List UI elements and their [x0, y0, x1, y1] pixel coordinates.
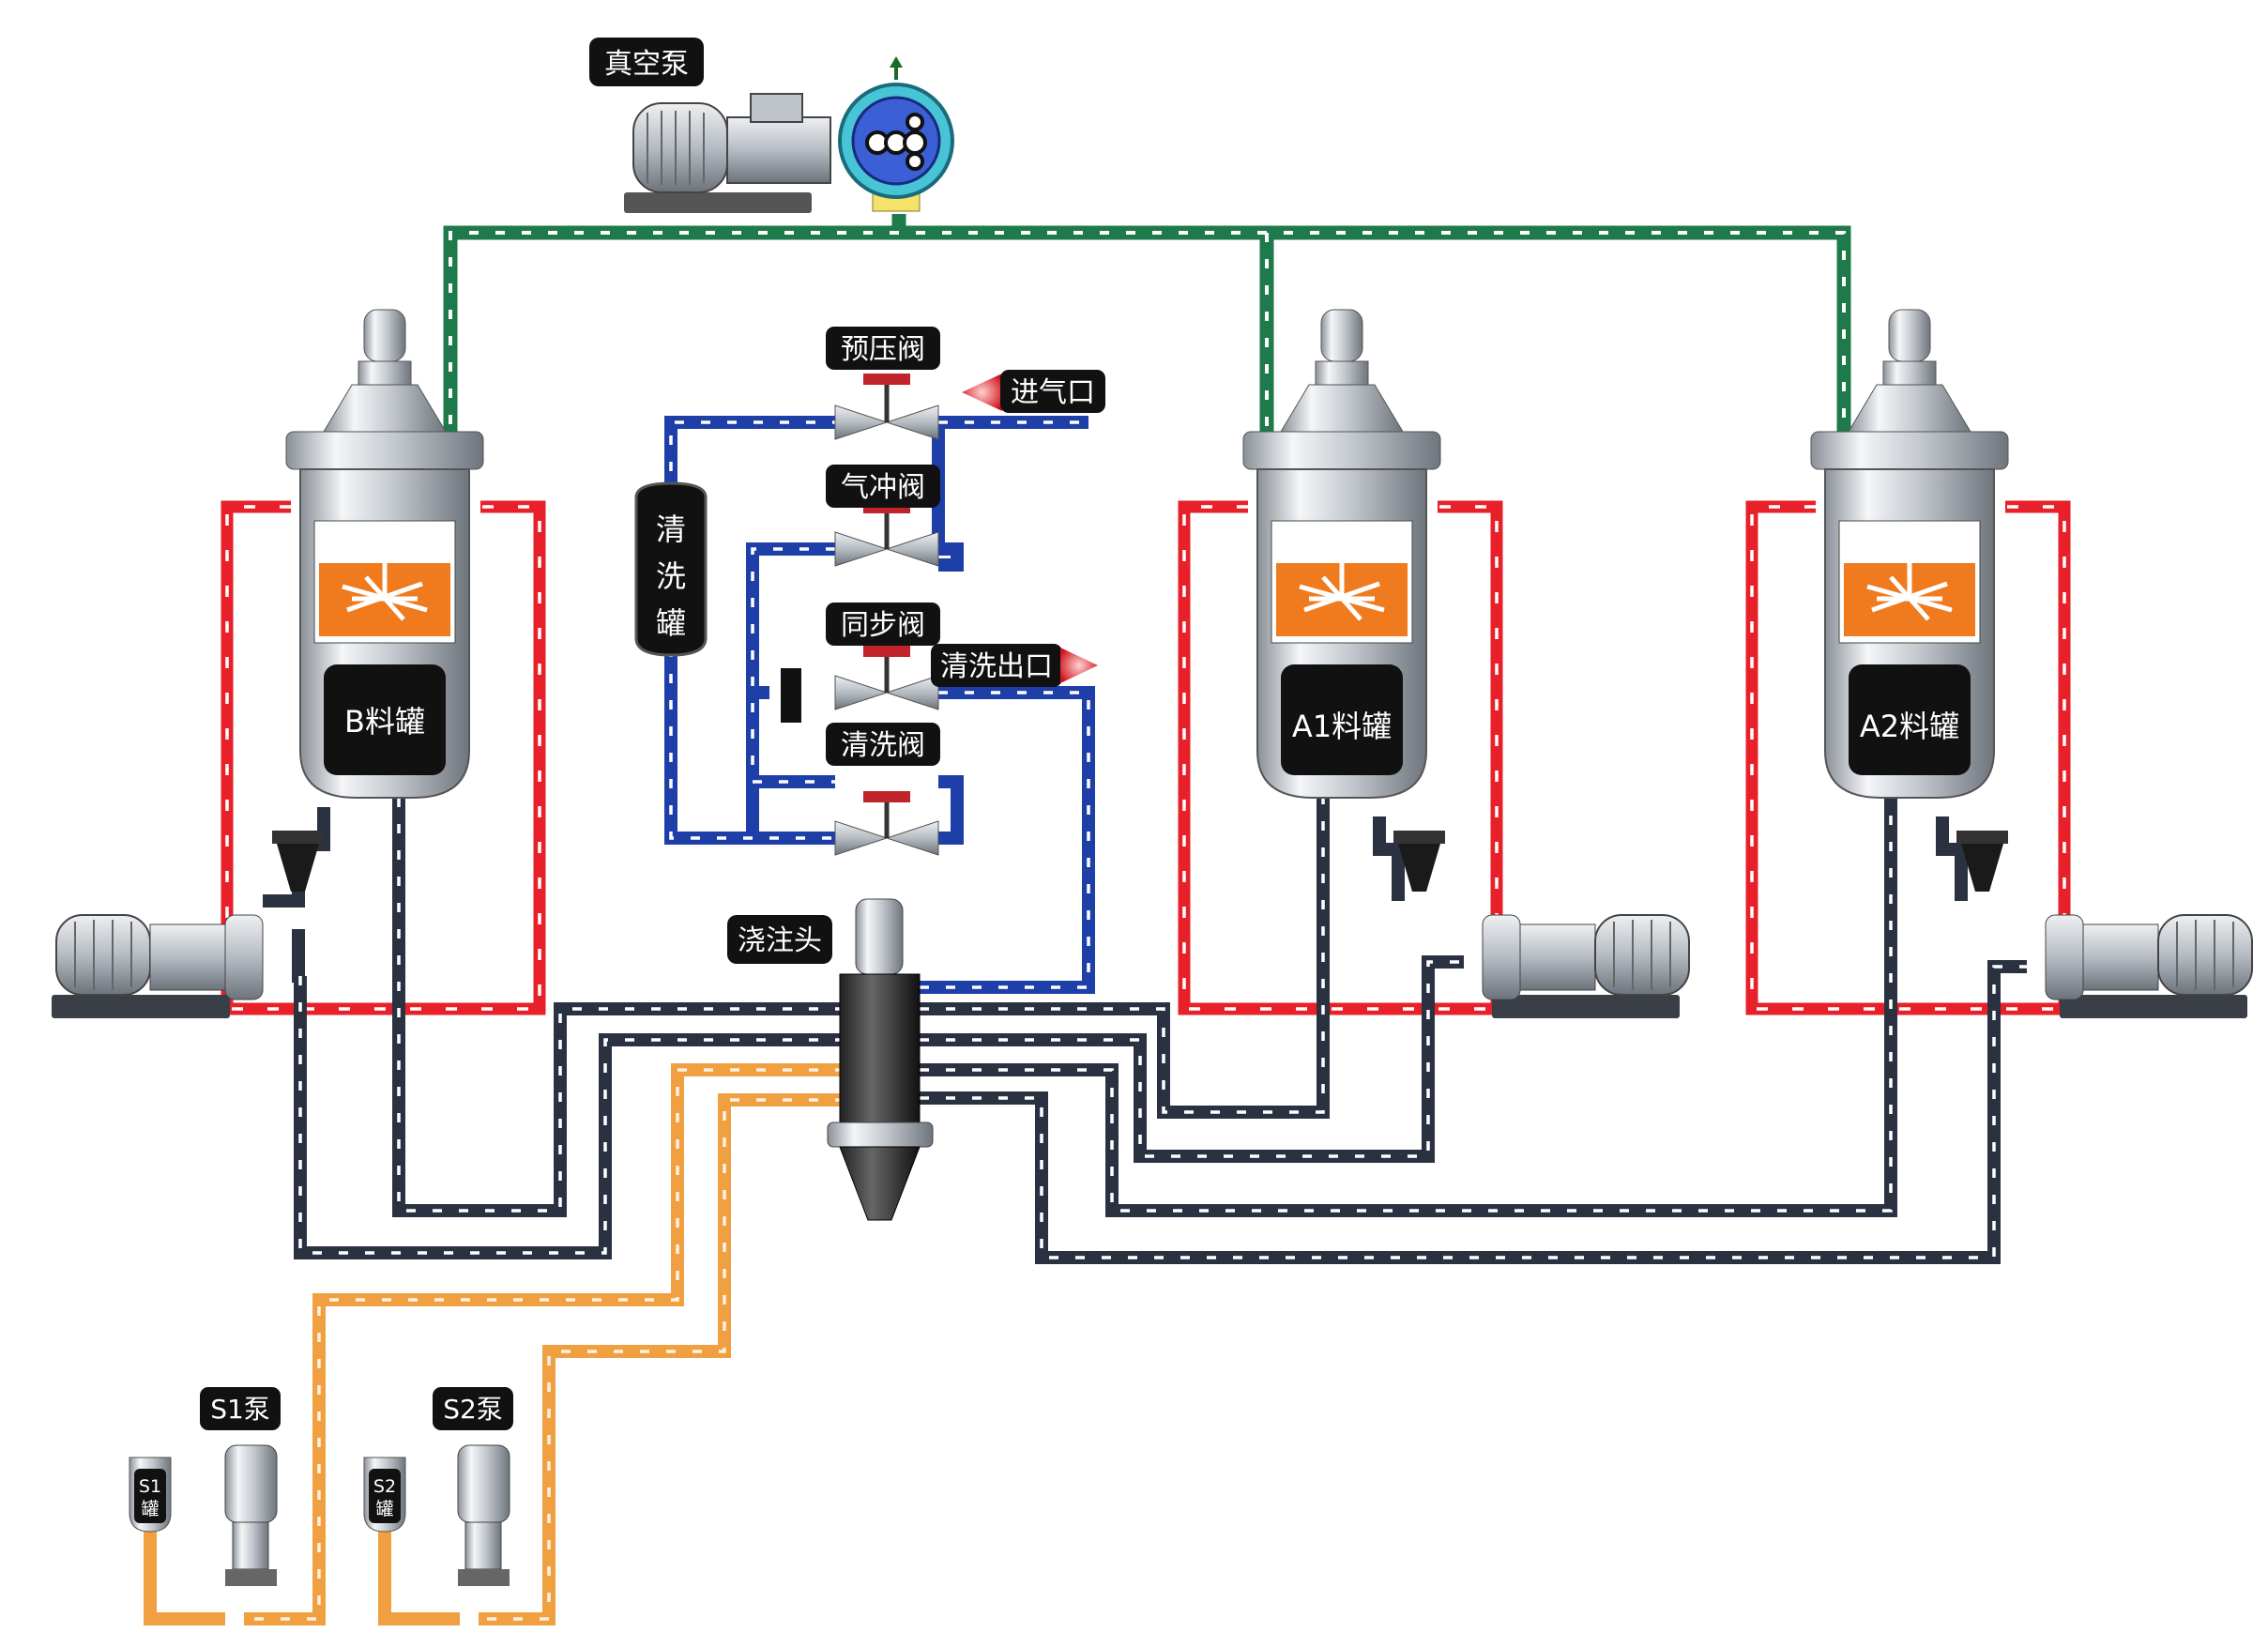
pour-head — [827, 898, 934, 1221]
svg-text:S1泵: S1泵 — [210, 1394, 270, 1425]
prepress-valve-label: 预压阀 — [826, 327, 940, 370]
svg-text:气冲阀: 气冲阀 — [841, 471, 925, 504]
wash-outlet: 清洗出口 — [931, 644, 1098, 687]
air-wash-lines — [664, 416, 1095, 994]
pump-a2-motor-icon — [2045, 914, 2253, 1018]
pump-b-motor-icon — [52, 914, 264, 1018]
svg-text:清洗阀: 清洗阀 — [841, 729, 925, 762]
wash-valve-icon — [834, 791, 939, 856]
wash-valve-label: 清洗阀 — [826, 723, 940, 766]
pour-head-label: 浇注头 — [727, 915, 832, 964]
svg-text:S1: S1 — [139, 1476, 161, 1497]
heating-loops — [221, 500, 2071, 1015]
tank-b: B料罐 — [285, 309, 484, 799]
tank-b-label: B料罐 — [344, 704, 425, 740]
tank-a1: A1料罐 — [1242, 309, 1441, 799]
pump-a1-motor-icon — [1482, 914, 1690, 1018]
wash-tank-label-2: 洗 — [656, 558, 686, 594]
s1-tank: S1 罐 — [129, 1457, 172, 1533]
prepress-valve-icon — [834, 374, 939, 440]
wash-tank-label-1: 清 — [656, 511, 686, 547]
air-inlet-arrow-icon — [962, 374, 1002, 411]
vacuum-pump-label: 真空泵 — [589, 38, 704, 86]
hopper-a2 — [1956, 831, 2008, 892]
tank-a2-label: A2料罐 — [1860, 709, 1959, 744]
s1-pump-label: S1泵 — [200, 1387, 281, 1430]
vacuum-lines — [443, 214, 1851, 450]
svg-text:预压阀: 预压阀 — [841, 333, 925, 366]
exhaust-arrow-icon — [890, 56, 903, 80]
vacuum-pump-rotor-icon — [838, 83, 954, 212]
s1-pump-motor-icon — [224, 1444, 278, 1586]
s2-pump-label: S2泵 — [433, 1387, 513, 1430]
tank-a1-label: A1料罐 — [1292, 709, 1392, 744]
s2-pump-motor-icon — [457, 1444, 510, 1586]
hopper-a1 — [1393, 831, 1445, 892]
svg-text:进气口: 进气口 — [1011, 376, 1095, 409]
svg-text:同步阀: 同步阀 — [841, 609, 925, 642]
hopper-b — [272, 831, 324, 892]
air-flush-valve-icon — [834, 502, 939, 567]
sync-valve-icon — [781, 646, 939, 723]
svg-text:罐: 罐 — [375, 1499, 393, 1519]
svg-text:S2泵: S2泵 — [443, 1394, 503, 1425]
wash-tank-label-3: 罐 — [656, 605, 686, 641]
svg-text:真空泵: 真空泵 — [604, 48, 689, 81]
wash-tank: 清 洗 罐 — [634, 481, 708, 657]
wash-outlet-arrow-icon — [1060, 648, 1098, 683]
material-lines — [263, 798, 2027, 1264]
sync-valve-label: 同步阀 — [826, 603, 940, 646]
svg-text:清洗出口: 清洗出口 — [940, 650, 1053, 683]
s2-tank: S2 罐 — [363, 1457, 406, 1533]
s-lines — [144, 1063, 845, 1625]
svg-text:罐: 罐 — [141, 1499, 159, 1519]
vacuum-pump — [624, 56, 954, 213]
air-inlet: 进气口 — [962, 370, 1105, 413]
tank-a2: A2料罐 — [1810, 309, 2009, 799]
svg-text:浇注头: 浇注头 — [738, 924, 822, 957]
air-flush-valve-label: 气冲阀 — [826, 465, 940, 508]
svg-text:S2: S2 — [373, 1476, 396, 1497]
